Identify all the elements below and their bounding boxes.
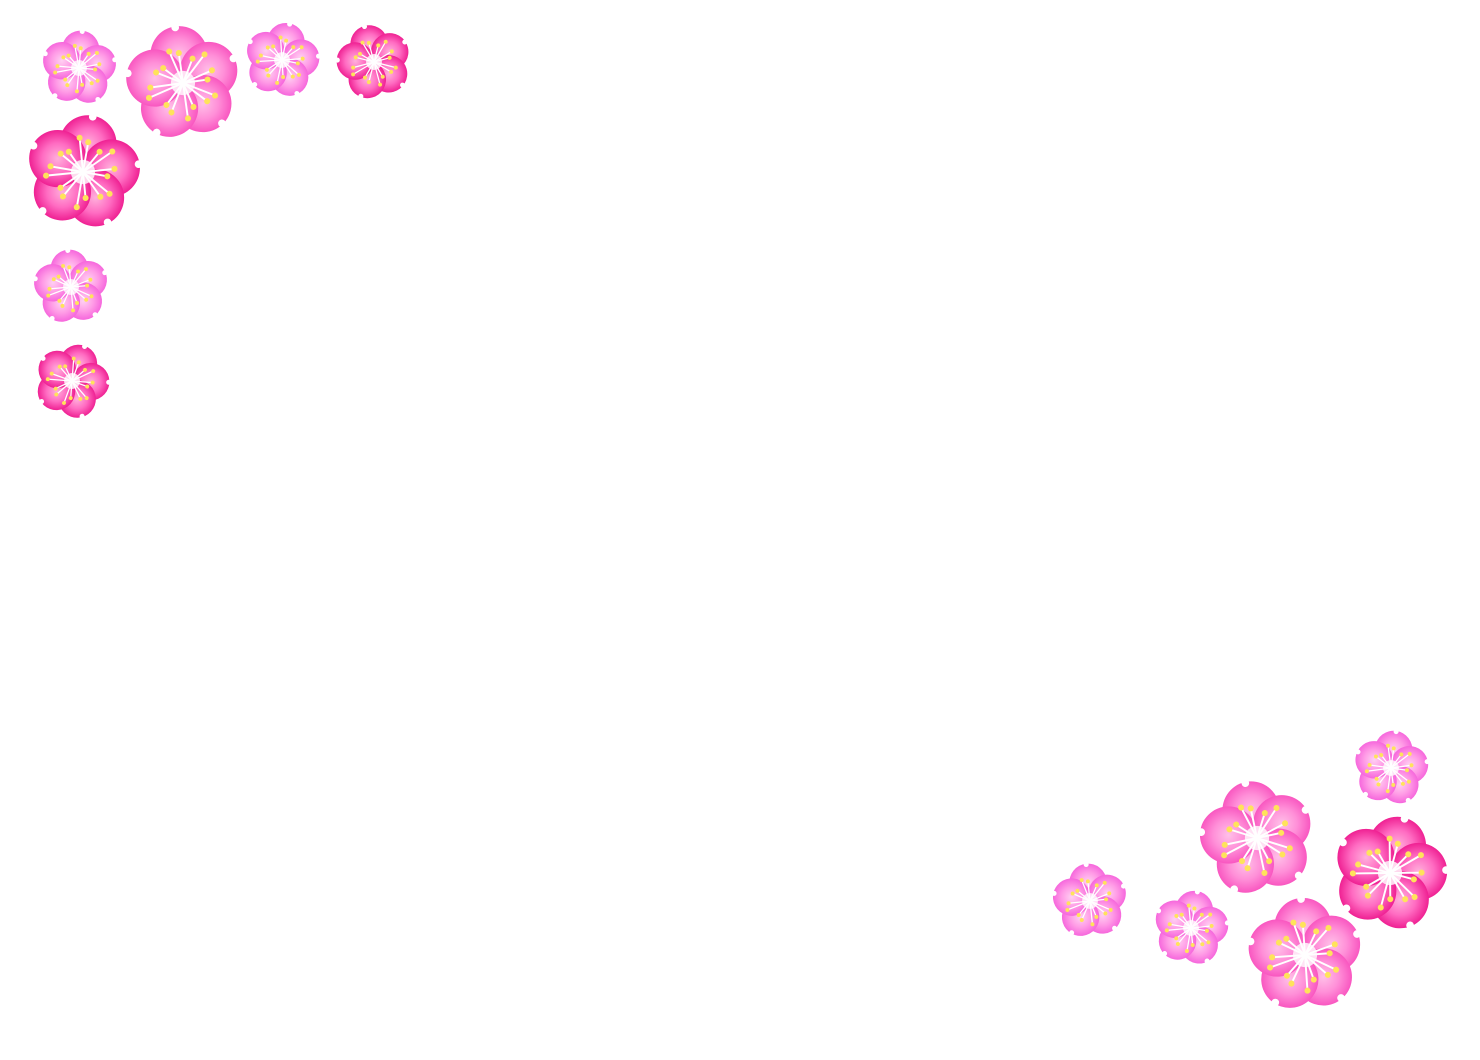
plum-blossom-icon xyxy=(334,24,409,99)
plum-blossom-icon xyxy=(1051,861,1127,936)
plum-blossom-icon xyxy=(1355,729,1430,804)
blossom-corner-top-left xyxy=(29,21,409,419)
plum-blossom-icon xyxy=(29,112,143,227)
plum-blossom-icon xyxy=(32,247,108,322)
plum-blossom-icon xyxy=(1337,814,1450,930)
plum-blossom-icon xyxy=(247,21,322,97)
plum-blossom-icon xyxy=(123,23,238,137)
plum-blossom-icon xyxy=(42,28,118,103)
plum-blossom-icon xyxy=(1155,889,1230,964)
plum-blossom-icon xyxy=(1246,895,1361,1008)
plum-blossom-icon xyxy=(1197,779,1311,894)
plum-blossom-icon xyxy=(37,343,112,419)
blossom-corner-bottom-right xyxy=(1051,729,1450,1008)
